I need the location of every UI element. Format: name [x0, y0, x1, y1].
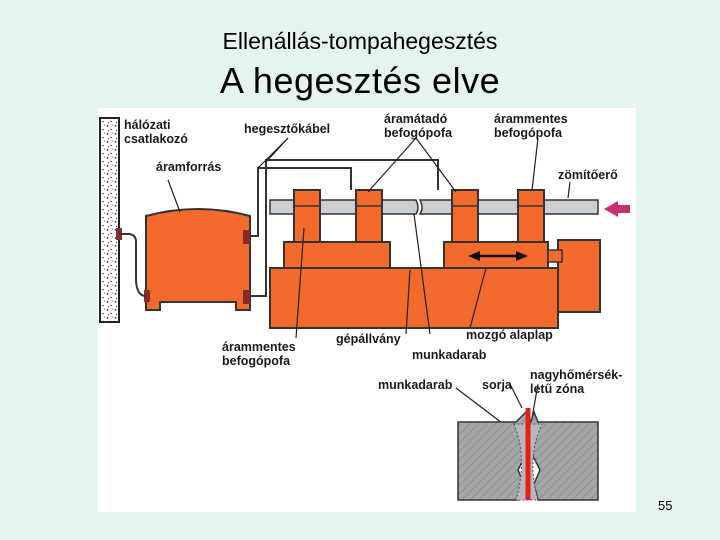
- page-number: 55: [658, 498, 673, 513]
- leader-lines: [167, 137, 571, 427]
- label-upsetting-force: zömítőerő: [558, 168, 618, 182]
- upsetting-force-arrow: [604, 201, 630, 217]
- label-machine-frame: gépállvány: [336, 332, 401, 346]
- fixed-base: [283, 241, 391, 269]
- power-source-box: [145, 208, 251, 311]
- workpiece-right: [418, 199, 599, 215]
- label-detail-workpiece: munkadarab: [378, 378, 453, 392]
- clamp-insulated-left: [293, 189, 321, 243]
- slide-subtitle: Ellenállás-tompahegesztés: [222, 28, 498, 54]
- clamp-current-left: [355, 189, 383, 243]
- frame-right-block: [557, 239, 601, 313]
- mains-wire-top: [119, 233, 147, 297]
- label-welding-cable: hegesztőkábel: [244, 122, 331, 136]
- label-insulated-clamp-top: árammentes befogópofa: [494, 112, 568, 140]
- moving-base-slider: [547, 249, 563, 263]
- label-power-source: áramforrás: [156, 160, 222, 174]
- label-hot-zone: nagyhőmérsék- letű zóna: [530, 368, 623, 396]
- slide-title: A hegesztés elve: [219, 60, 501, 101]
- terminal-right-top: [243, 230, 250, 244]
- terminal-left-bottom: [144, 290, 150, 302]
- label-current-clamp: áramátadó befogópofa: [384, 112, 453, 140]
- label-workpiece: munkadarab: [412, 348, 487, 362]
- label-insulated-clamp-bottom: árammentes befogópofa: [222, 340, 296, 368]
- welding-diagram-drawing: [99, 117, 630, 501]
- workpiece-left: [269, 199, 419, 215]
- machine-frame: [269, 267, 559, 329]
- label-network-connector: hálózati csatlakozó: [124, 118, 188, 146]
- label-moving-base: mozgó alaplap: [466, 328, 553, 342]
- movement-double-arrow: [468, 251, 528, 261]
- weld-detail: [457, 408, 599, 501]
- terminal-right-bottom: [243, 290, 250, 304]
- label-flash: sorja: [482, 378, 512, 392]
- clamp-insulated-right: [517, 189, 545, 243]
- welding-diagram: hálózati csatlakozó hegesztőkábel áramfo…: [98, 108, 636, 512]
- clamp-current-right: [451, 189, 479, 243]
- wall-connector-panel: [99, 117, 120, 323]
